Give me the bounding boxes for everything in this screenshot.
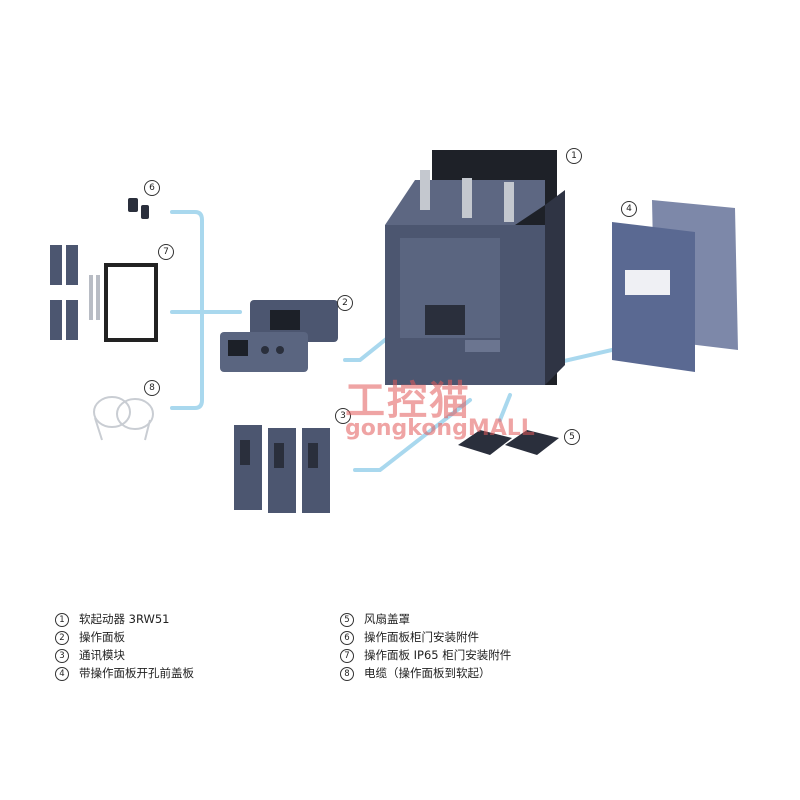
soft-starter-3rw51 [385, 150, 565, 385]
watermark-cn: 工控猫 [345, 378, 471, 424]
callout-4: 4 [621, 201, 637, 217]
callout-5: 5 [564, 429, 580, 445]
fan-covers [458, 430, 559, 455]
callout-6: 6 [144, 180, 160, 196]
communication-modules [234, 425, 330, 513]
ip65-mount-kit [50, 245, 158, 342]
watermark-en: gongkongMALL [345, 416, 535, 441]
callout-3: 3 [335, 408, 351, 424]
callout-8: 8 [144, 380, 160, 396]
cable [93, 396, 154, 441]
operator-panel [220, 300, 338, 372]
callout-7: 7 [158, 244, 174, 260]
front-cover-with-cutout [612, 200, 738, 372]
door-mount-accessory [128, 198, 149, 219]
callout-1: 1 [566, 148, 582, 164]
exploded-view-diagram [50, 150, 738, 513]
callout-2: 2 [337, 295, 353, 311]
